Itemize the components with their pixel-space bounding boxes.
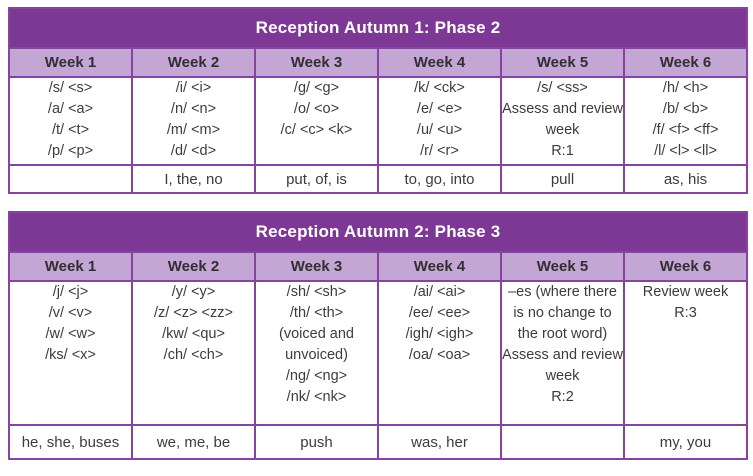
week-header-cell: Week 2 [131, 251, 256, 282]
week-header-row: Week 1 Week 2 Week 3 Week 4 Week 5 Week … [8, 47, 748, 78]
week-header-cell: Week 6 [623, 251, 748, 282]
week-header-cell: Week 6 [623, 47, 748, 78]
week-header-row: Week 1 Week 2 Week 3 Week 4 Week 5 Week … [8, 251, 748, 282]
phoneme-cell: /ai/ <ai> /ee/ <ee> /igh/ <igh> /oa/ <oa… [377, 280, 502, 426]
week-header-cell: Week 2 [131, 47, 256, 78]
tricky-words-cell [8, 164, 133, 194]
phoneme-cell: /s/ <ss> Assess and review week R:1 [500, 76, 625, 166]
tricky-words-cell: he, she, buses [8, 424, 133, 460]
tricky-words-row: I, the, no put, of, is to, go, into pull… [8, 164, 748, 194]
tricky-words-cell: put, of, is [254, 164, 379, 194]
week-header-cell: Week 5 [500, 251, 625, 282]
phonemes-row: /s/ <s> /a/ <a> /t/ <t> /p/ <p> /i/ <i> … [8, 76, 748, 166]
tricky-words-row: he, she, buses we, me, be push was, her … [8, 424, 748, 460]
week-header-cell: Week 3 [254, 251, 379, 282]
tricky-words-cell: pull [500, 164, 625, 194]
week-header-cell: Week 1 [8, 251, 133, 282]
week-header-cell: Week 1 [8, 47, 133, 78]
phase-2-table: Reception Autumn 1: Phase 2 Week 1 Week … [8, 7, 748, 194]
table-title: Reception Autumn 2: Phase 3 [8, 211, 748, 253]
table-title: Reception Autumn 1: Phase 2 [8, 7, 748, 49]
phonemes-row: /j/ <j> /v/ <v> /w/ <w> /ks/ <x> /y/ <y>… [8, 280, 748, 426]
phoneme-cell: /j/ <j> /v/ <v> /w/ <w> /ks/ <x> [8, 280, 133, 426]
phoneme-cell: /i/ <i> /n/ <n> /m/ <m> /d/ <d> [131, 76, 256, 166]
phoneme-cell: /h/ <h> /b/ <b> /f/ <f> <ff> /l/ <l> <ll… [623, 76, 748, 166]
week-header-cell: Week 5 [500, 47, 625, 78]
tricky-words-cell: was, her [377, 424, 502, 460]
phase-3-table: Reception Autumn 2: Phase 3 Week 1 Week … [8, 211, 748, 460]
tricky-words-cell: my, you [623, 424, 748, 460]
tricky-words-cell: I, the, no [131, 164, 256, 194]
week-header-cell: Week 4 [377, 47, 502, 78]
tricky-words-cell: as, his [623, 164, 748, 194]
phoneme-cell: /g/ <g> /o/ <o> /c/ <c> <k> [254, 76, 379, 166]
phoneme-cell: Review week R:3 [623, 280, 748, 426]
phoneme-cell: /sh/ <sh> /th/ <th> (voiced and unvoiced… [254, 280, 379, 426]
week-header-cell: Week 4 [377, 251, 502, 282]
tricky-words-cell: push [254, 424, 379, 460]
week-header-cell: Week 3 [254, 47, 379, 78]
phoneme-cell: /k/ <ck> /e/ <e> /u/ <u> /r/ <r> [377, 76, 502, 166]
tricky-words-cell [500, 424, 625, 460]
phoneme-cell: –es (where there is no change to the roo… [500, 280, 625, 426]
phonics-schedule-page: Reception Autumn 1: Phase 2 Week 1 Week … [8, 7, 748, 460]
table-title-row: Reception Autumn 2: Phase 3 [8, 211, 748, 253]
table-title-row: Reception Autumn 1: Phase 2 [8, 7, 748, 49]
phoneme-cell: /s/ <s> /a/ <a> /t/ <t> /p/ <p> [8, 76, 133, 166]
tricky-words-cell: to, go, into [377, 164, 502, 194]
phoneme-cell: /y/ <y> /z/ <z> <zz> /kw/ <qu> /ch/ <ch> [131, 280, 256, 426]
tricky-words-cell: we, me, be [131, 424, 256, 460]
